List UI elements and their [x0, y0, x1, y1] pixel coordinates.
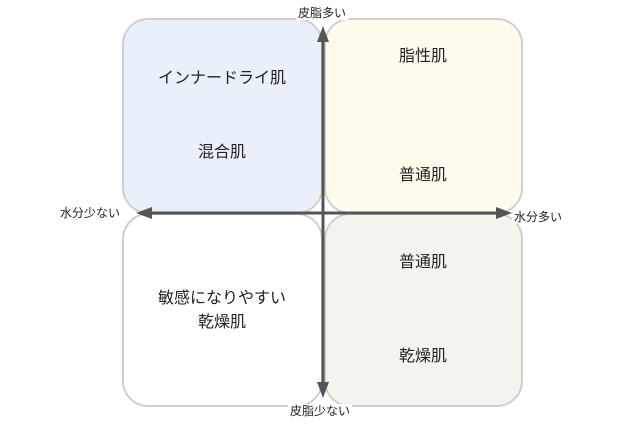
label-normal-bottom: 普通肌	[398, 252, 448, 271]
quadrant-bottom-left	[122, 213, 323, 407]
label-dry-left: 乾燥肌	[197, 312, 247, 331]
axis-label-right: 水分多い	[512, 210, 565, 224]
arrow-right-icon	[496, 207, 512, 219]
quadrant-bottom-right	[324, 213, 523, 407]
label-combination: 混合肌	[197, 142, 247, 161]
label-oily: 脂性肌	[398, 46, 448, 65]
label-sensitive: 敏感になりやすい	[157, 288, 287, 307]
label-normal-top: 普通肌	[398, 165, 448, 184]
arrow-left-icon	[136, 207, 152, 219]
quadrant-top-right	[324, 18, 523, 214]
arrow-up-icon	[317, 26, 329, 42]
arrow-down-icon	[317, 382, 329, 398]
axis-label-bottom: 皮脂少ない	[288, 404, 353, 418]
label-inner-dry: インナードライ肌	[157, 68, 287, 87]
axis-label-top: 皮脂多い	[296, 6, 349, 20]
quadrant-top-left	[122, 18, 323, 214]
label-dry-right: 乾燥肌	[398, 346, 448, 365]
axis-label-left: 水分少ない	[58, 206, 123, 220]
